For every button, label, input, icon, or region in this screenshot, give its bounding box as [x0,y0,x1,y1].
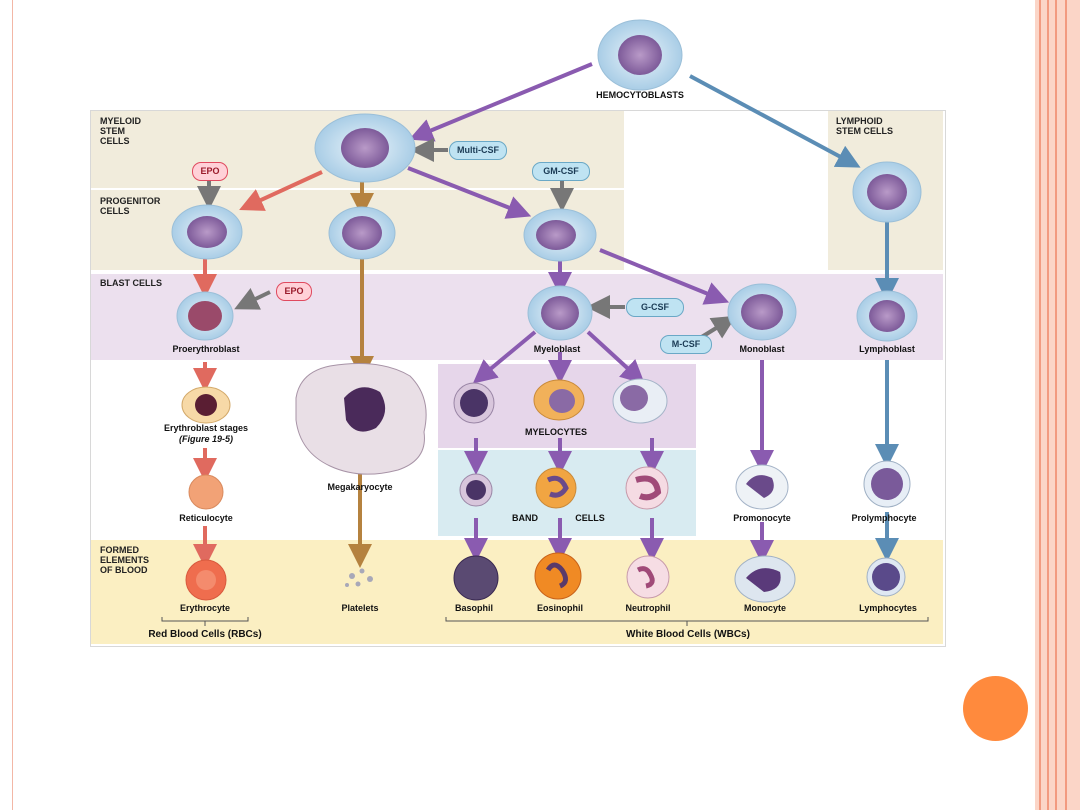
erythrocyte-cell [185,559,227,601]
monocyte-cell [734,555,796,603]
myeloid-stem-label: MYELOID STEM CELLS [100,116,142,146]
band-neutrophil [625,466,669,510]
figure-ref-label: (Figure 19-5) [178,434,234,444]
platelets-cluster [345,568,373,587]
factor-arrows [197,138,737,340]
cells-label: CELLS [575,513,605,523]
basophil-label: Basophil [454,603,494,613]
progenitor-label: PROGENITOR CELLS [100,196,161,216]
progenitor-cell-gm [523,208,597,262]
myeloblast-cell [527,285,593,341]
erythrocyte-label: Erythrocyte [179,603,231,613]
prolymphocyte-cell [863,460,911,508]
hemocytoblasts-label: HEMOCYTOBLASTS [596,90,684,100]
basophil-cell [453,555,499,601]
myeloblast-label: Myeloblast [533,344,581,354]
lymphoid-stem-label: LYMPHOID STEM CELLS [836,116,894,136]
myelocyte-basophil [453,382,495,424]
lymphocyte-cell [866,557,906,597]
erythroblast-cell [181,386,231,424]
myelocyte-neutrophil [612,378,668,424]
monoblast-cell [727,283,797,341]
gm-csf-badge: GM-CSF [532,162,590,181]
eosinophil-cell [534,552,582,600]
monocyte-label: Monocyte [743,603,787,613]
lymphocytes-label: Lymphocytes [859,603,917,613]
wbc-group-label: White Blood Cells (WBCs) [626,629,750,640]
myelocytes-label: MYELOCYTES [524,427,588,437]
eosinophil-label: Eosinophil [537,603,583,613]
megakaryocyte-cell [295,363,427,475]
formed-elements-label: FORMED ELEMENTS OF BLOOD [100,545,150,575]
neutrophil-label: Neutrophil [625,603,671,613]
blast-cells-label: BLAST CELLS [100,278,162,288]
proerythroblast-label: Proerythroblast [172,344,240,354]
epo-badge-blast: EPO [276,282,312,301]
lymphoblast-cell [856,290,918,342]
diagram-border [90,110,946,647]
band-eosinophil [535,467,577,509]
neutrophil-cell [626,555,670,599]
m-csf-badge: M-CSF [660,335,712,354]
band-basophil [459,473,493,507]
hemocytoblast-cell [597,19,683,91]
decorative-circle [963,676,1028,741]
slide-border-stripes [1035,0,1080,810]
myelocyte-eosinophil [533,379,585,421]
progenitor-cell-mega [328,206,396,260]
megakaryocyte-label: Megakaryocyte [327,482,393,492]
myeloid-stem-cell [314,113,416,183]
monoblast-label: Monoblast [739,344,785,354]
reticulocyte-cell [188,474,224,510]
slide-frame-line [12,0,13,810]
formed-elements-band [91,540,943,644]
band-label: BAND [512,513,538,523]
lineage-arrows [193,62,899,568]
progenitor-cell-red [171,204,243,260]
proerythroblast-cell [176,291,234,341]
lymphoid-stem-cell [852,161,922,223]
epo-badge-progenitor: EPO [192,162,228,181]
platelets-label: Platelets [341,603,379,613]
group-brackets [161,617,929,626]
erythroblast-stages-label: Erythroblast stages [163,423,249,433]
reticulocyte-label: Reticulocyte [179,513,233,523]
g-csf-badge: G-CSF [626,298,684,317]
prolymphocyte-label: Prolymphocyte [851,513,917,523]
promonocyte-label: Promonocyte [733,513,791,523]
rbc-group-label: Red Blood Cells (RBCs) [148,629,262,640]
lymphoblast-label: Lymphoblast [859,344,915,354]
multi-csf-badge: Multi-CSF [449,141,507,160]
promonocyte-cell [735,464,789,510]
